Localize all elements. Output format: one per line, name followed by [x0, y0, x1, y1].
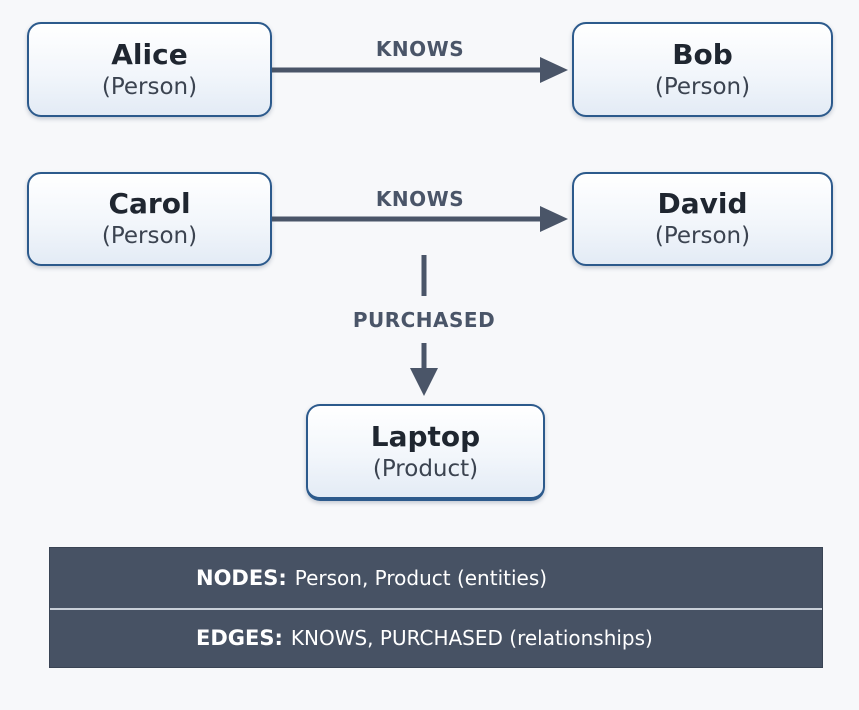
node-alice-type: (Person)	[101, 73, 198, 100]
edge-alice-bob-arrowhead	[540, 57, 568, 83]
legend-edges-text: KNOWS, PURCHASED (relationships)	[290, 626, 653, 650]
node-carol-name: Carol	[108, 187, 191, 220]
node-laptop: Laptop (Product)	[306, 404, 545, 501]
edge-label-carol-david: KNOWS	[375, 187, 465, 211]
node-david-type: (Person)	[654, 223, 751, 249]
legend-panel: NODES: Person, Product (entities) EDGES:…	[49, 547, 823, 668]
node-carol: Carol (Person)	[27, 172, 272, 266]
node-bob-type: (Person)	[654, 73, 751, 100]
node-bob: Bob (Person)	[572, 22, 833, 117]
edge-carol-laptop-arrowhead	[410, 368, 438, 396]
legend-nodes-key: NODES:	[196, 566, 287, 590]
legend-nodes-text: Person, Product (entities)	[294, 566, 548, 590]
legend-edges-key: EDGES:	[196, 626, 283, 650]
node-laptop-type: (Product)	[372, 455, 479, 482]
node-bob-name: Bob	[672, 37, 733, 71]
legend-row-edges: EDGES: KNOWS, PURCHASED (relationships)	[50, 608, 822, 668]
legend-row-nodes: NODES: Person, Product (entities)	[50, 548, 822, 610]
node-david: David (Person)	[572, 172, 833, 266]
node-carol-type: (Person)	[101, 223, 198, 249]
node-david-name: David	[657, 187, 748, 220]
node-laptop-name: Laptop	[370, 419, 481, 453]
edge-label-carol-laptop: PURCHASED	[352, 308, 496, 332]
edge-carol-david-arrowhead	[540, 206, 568, 232]
edge-label-alice-bob: KNOWS	[375, 37, 465, 61]
node-alice-name: Alice	[111, 37, 188, 71]
node-alice: Alice (Person)	[27, 22, 272, 117]
